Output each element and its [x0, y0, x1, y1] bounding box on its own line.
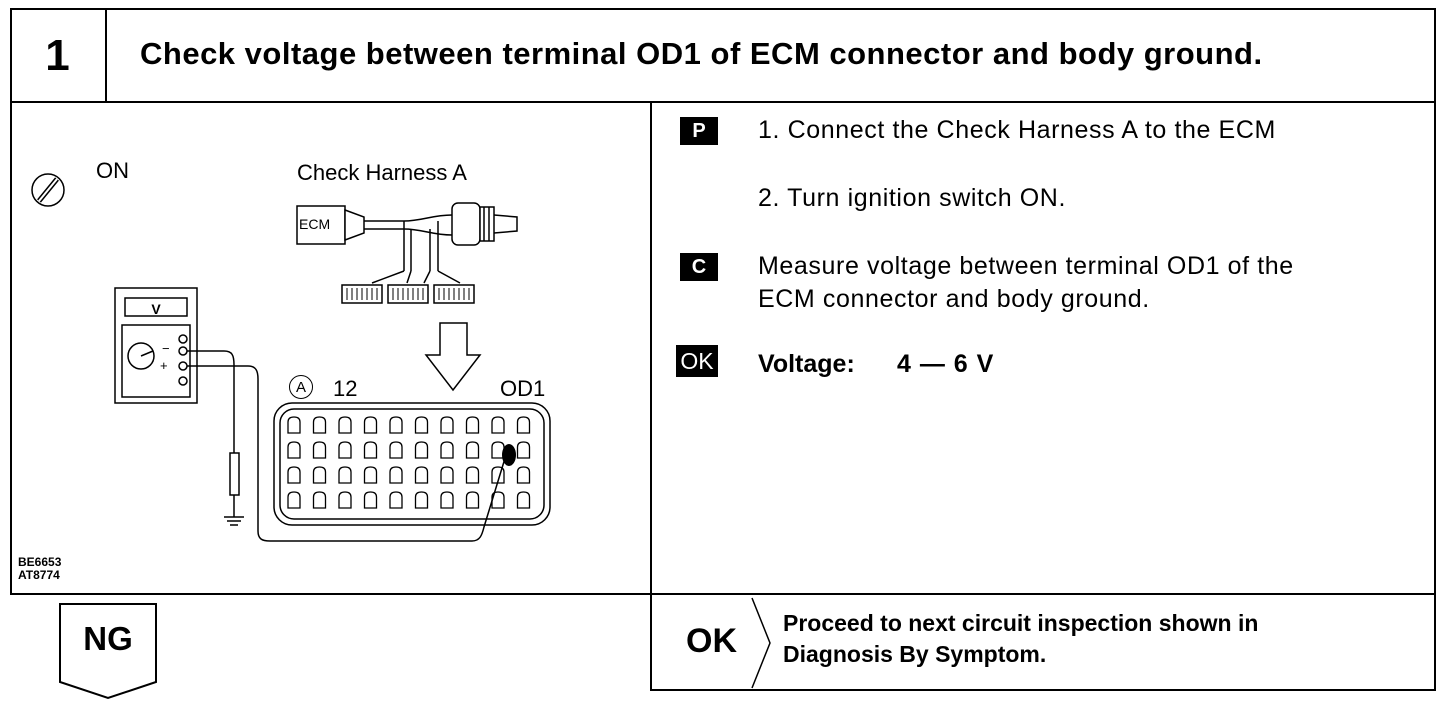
ok-chevron: [751, 597, 771, 689]
figure-code: BE6653: [18, 555, 62, 569]
connector-pin: [414, 441, 429, 459]
prep-tag: P: [680, 117, 718, 145]
ok-result-box: [650, 595, 1436, 691]
ignition-switch-icon: [31, 173, 65, 207]
step-number: 1: [10, 8, 107, 103]
connector-pin: [287, 466, 301, 484]
connector-pin: [440, 441, 454, 459]
down-arrow-icon: [424, 322, 482, 392]
connector-pin: [516, 416, 531, 434]
connector-pin: [440, 416, 454, 434]
ok-line-2: Diagnosis By Symptom.: [783, 641, 1047, 667]
connector-pin: [491, 491, 505, 509]
connector-pin: [516, 466, 531, 484]
harness-connector-pins: [346, 288, 470, 300]
prep-step-2: 2. Turn ignition switch ON.: [758, 184, 1066, 212]
connector-pin: [440, 466, 454, 484]
pin-od1-label: OD1: [500, 376, 546, 401]
test-leads: [187, 350, 507, 542]
connector-pin: [389, 466, 403, 484]
connector-pin: [414, 416, 429, 434]
connector-pin: [491, 441, 505, 459]
ignition-on-label: ON: [96, 158, 129, 183]
check-harness-label: Check Harness A: [297, 160, 467, 185]
connector-pin: [389, 416, 403, 434]
connector-pin: [338, 441, 352, 459]
step-header: [10, 8, 1436, 103]
check-line-1: Measure voltage between terminal OD1 of …: [758, 252, 1294, 280]
check-tag: C: [680, 253, 718, 281]
connector-pin: [363, 416, 378, 434]
voltmeter-icon: [114, 287, 198, 404]
ok-tag: OK: [676, 345, 718, 377]
connector-pin: [338, 466, 352, 484]
connector-pin: [440, 491, 454, 509]
figure-code: AT8774: [18, 568, 60, 582]
check-line-2: ECM connector and body ground.: [758, 285, 1150, 313]
ecm-connector-icon: [273, 402, 551, 526]
step-title: Check voltage between terminal OD1 of EC…: [140, 36, 1263, 71]
connector-pin: [465, 491, 480, 509]
connector-pin: [312, 416, 327, 434]
ng-label: NG: [83, 620, 133, 657]
connector-pin: [312, 491, 327, 509]
connector-pin: [338, 416, 352, 434]
connector-pin: [516, 441, 531, 459]
ng-pentagon: [59, 603, 157, 700]
pin-12-label: 12: [333, 376, 358, 401]
ok-line-1: Proceed to next circuit inspection shown…: [783, 610, 1259, 636]
spec-label: Voltage:: [758, 350, 855, 378]
connector-pins: [287, 416, 531, 509]
connector-pin: [312, 466, 327, 484]
connector-pin: [414, 466, 429, 484]
step-body: [10, 101, 1436, 595]
figure-codes: BE6653 AT8774: [18, 556, 61, 582]
spec-value: 4 — 6 V: [897, 350, 995, 378]
prep-step-1: 1. Connect the Check Harness A to the EC…: [758, 116, 1276, 144]
connector-pin: [389, 441, 403, 459]
minus-sign: −: [162, 341, 170, 356]
connector-pin: [491, 466, 505, 484]
connector-pin: [312, 441, 327, 459]
connector-pin: [465, 466, 480, 484]
voltmeter-label: V: [151, 301, 161, 317]
connector-pin: [363, 466, 378, 484]
plus-sign: +: [160, 358, 168, 373]
od1-probe-tip: [502, 444, 516, 466]
ecm-label: ECM: [299, 216, 331, 232]
diagram-svg: V − +: [31, 173, 551, 542]
connector-pin: [287, 491, 301, 509]
connector-pin: [363, 441, 378, 459]
connector-pin: [414, 491, 429, 509]
connector-a-mark: A: [289, 375, 313, 399]
connector-pin: [363, 491, 378, 509]
connector-pin: [465, 441, 480, 459]
connector-pin: [389, 491, 403, 509]
ok-label: OK: [686, 622, 737, 660]
wiring-diagram: V − + ON Check Harness A ECM A 12 OD1: [12, 103, 648, 593]
ok-instruction: Proceed to next circuit inspection shown…: [783, 608, 1258, 670]
connector-pin: [287, 441, 301, 459]
connector-pin: [287, 416, 301, 434]
connector-pin: [516, 491, 531, 509]
connector-pin: [491, 416, 505, 434]
connector-pin: [465, 416, 480, 434]
column-divider: [650, 101, 652, 691]
connector-pin: [338, 491, 352, 509]
